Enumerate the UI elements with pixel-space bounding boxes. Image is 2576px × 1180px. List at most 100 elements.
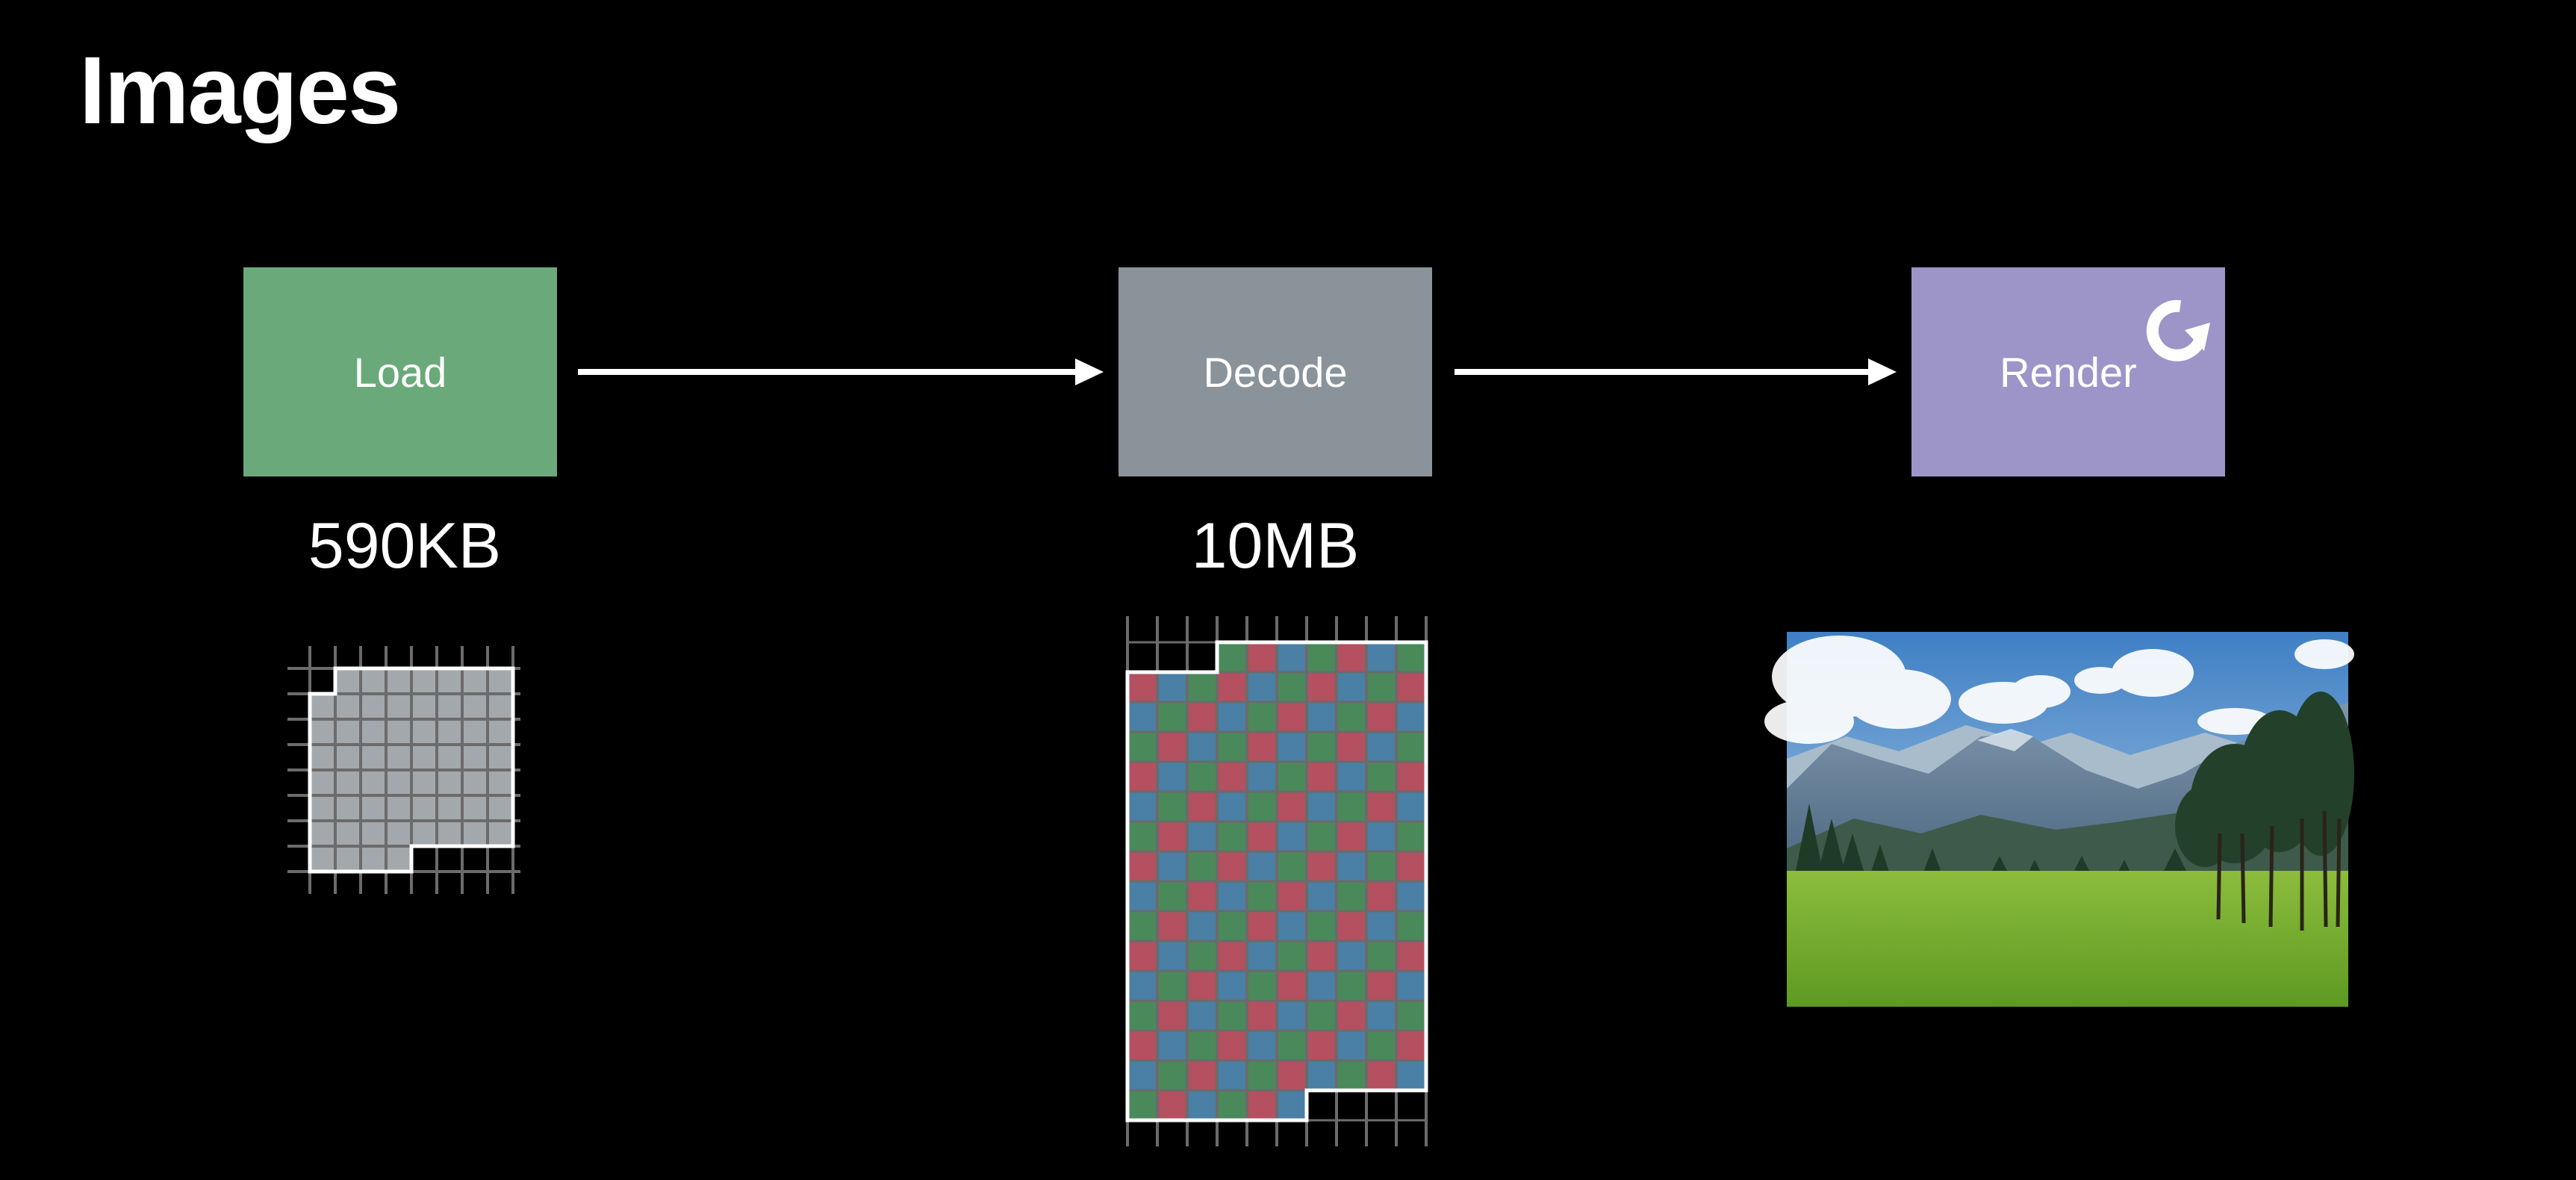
pixel-cell xyxy=(1217,702,1247,732)
pixel-cell xyxy=(1217,1001,1247,1031)
pixel-cell xyxy=(1337,1031,1366,1061)
pixel-cell xyxy=(1337,672,1366,702)
pixel-cell xyxy=(1307,732,1337,762)
pixel-cell xyxy=(1366,851,1396,881)
pixel-cell xyxy=(1366,762,1396,792)
pixel-cell xyxy=(1366,1001,1396,1031)
pixel-cell xyxy=(1337,792,1366,822)
pixel-cell xyxy=(1157,672,1187,702)
pixel-cell xyxy=(1127,792,1157,822)
pixel-cell xyxy=(1307,702,1337,732)
pixel-cell xyxy=(1187,672,1217,702)
pixel-cell xyxy=(1127,851,1157,881)
pixel-cell xyxy=(1217,732,1247,762)
rendered-landscape-image xyxy=(1764,632,2354,1007)
pixel-cell xyxy=(1396,672,1426,702)
pixel-cell xyxy=(1366,672,1396,702)
render-stage-box: Render xyxy=(1911,267,2225,476)
pixel-cell xyxy=(1187,732,1217,762)
pixel-cell xyxy=(1217,941,1247,971)
pixel-cell xyxy=(1127,941,1157,971)
pixel-cell xyxy=(1217,672,1247,702)
refresh-icon xyxy=(2146,299,2210,361)
pixel-cell xyxy=(1396,971,1426,1001)
pixel-cell xyxy=(1157,822,1187,851)
pixel-cell xyxy=(1217,911,1247,941)
render-stage-label: Render xyxy=(2000,348,2137,396)
pixel-cell xyxy=(1307,1031,1337,1061)
pixel-cell xyxy=(1187,941,1217,971)
pixel-cell xyxy=(1247,642,1277,672)
pixel-cell xyxy=(1187,881,1217,911)
pixel-cell xyxy=(1217,1031,1247,1061)
pixel-cell xyxy=(1307,672,1337,702)
load-size-label: 590KB xyxy=(308,510,502,582)
pixel-cell xyxy=(1187,702,1217,732)
compressed-data-grid xyxy=(287,646,520,894)
pixel-cell xyxy=(1187,911,1217,941)
pixel-cell xyxy=(1127,1001,1157,1031)
pixel-cell xyxy=(1396,642,1426,672)
pixel-cell xyxy=(1217,642,1247,672)
pixel-cell xyxy=(1366,732,1396,762)
pixel-cell xyxy=(1277,642,1307,672)
pixel-cell xyxy=(1396,792,1426,822)
pixel-cell xyxy=(1277,1031,1307,1061)
pixel-cell xyxy=(1337,941,1366,971)
pixel-cell xyxy=(1217,851,1247,881)
decoded-pixel-grid xyxy=(1125,616,1428,1146)
pixel-cell xyxy=(1127,1061,1157,1090)
pixel-cell xyxy=(1217,762,1247,792)
pixel-cell xyxy=(1277,941,1307,971)
pixel-cell xyxy=(1396,881,1426,911)
pixel-cell xyxy=(1277,762,1307,792)
pixel-cell xyxy=(1307,642,1337,672)
pixel-cell xyxy=(1337,851,1366,881)
pixel-cell xyxy=(1307,881,1337,911)
pixel-cell xyxy=(1247,702,1277,732)
pixel-cell xyxy=(1157,941,1187,971)
pixel-cell xyxy=(1307,762,1337,792)
pixel-cell xyxy=(1247,971,1277,1001)
pixel-cell xyxy=(1217,1090,1247,1120)
pixel-cell xyxy=(1247,1001,1277,1031)
pixel-cell xyxy=(1217,971,1247,1001)
pixel-cell xyxy=(1247,941,1277,971)
pixel-cell xyxy=(1187,971,1217,1001)
pixel-cell xyxy=(1307,1061,1337,1090)
pixel-cell xyxy=(1157,762,1187,792)
pixel-cell xyxy=(1187,762,1217,792)
pixel-cell xyxy=(1217,1061,1247,1090)
pixel-cell xyxy=(1366,642,1396,672)
pixel-cell xyxy=(1157,1031,1187,1061)
pixel-cell xyxy=(1187,1061,1217,1090)
pixel-cell xyxy=(1337,971,1366,1001)
pixel-cell xyxy=(1247,1090,1277,1120)
pixel-cell xyxy=(1307,971,1337,1001)
decode-stage-label: Decode xyxy=(1203,348,1348,396)
pixel-cell xyxy=(1157,881,1187,911)
pixel-cell xyxy=(1157,911,1187,941)
pixel-cell xyxy=(1277,1090,1307,1120)
pixel-cell xyxy=(1337,822,1366,851)
pixel-cell xyxy=(1277,911,1307,941)
pixel-cell xyxy=(1127,911,1157,941)
pixel-cell xyxy=(1157,792,1187,822)
page-title: Images xyxy=(79,37,401,144)
pixel-cell xyxy=(1127,881,1157,911)
load-stage-label: Load xyxy=(353,348,447,396)
pixel-cell xyxy=(1396,1001,1426,1031)
pixel-cell xyxy=(1307,941,1337,971)
arrow-load-to-decode xyxy=(578,358,1104,385)
pixel-cell xyxy=(1277,1061,1307,1090)
pixel-cell xyxy=(1277,971,1307,1001)
pixel-cell xyxy=(1396,732,1426,762)
pixel-cell xyxy=(1217,792,1247,822)
pixel-cell xyxy=(1277,851,1307,881)
pixel-cell xyxy=(1366,702,1396,732)
pixel-cell xyxy=(1247,1031,1277,1061)
pixel-cell xyxy=(1247,1061,1277,1090)
pixel-cell xyxy=(1157,1090,1187,1120)
pixel-cell xyxy=(1396,702,1426,732)
pixel-cell xyxy=(1307,911,1337,941)
